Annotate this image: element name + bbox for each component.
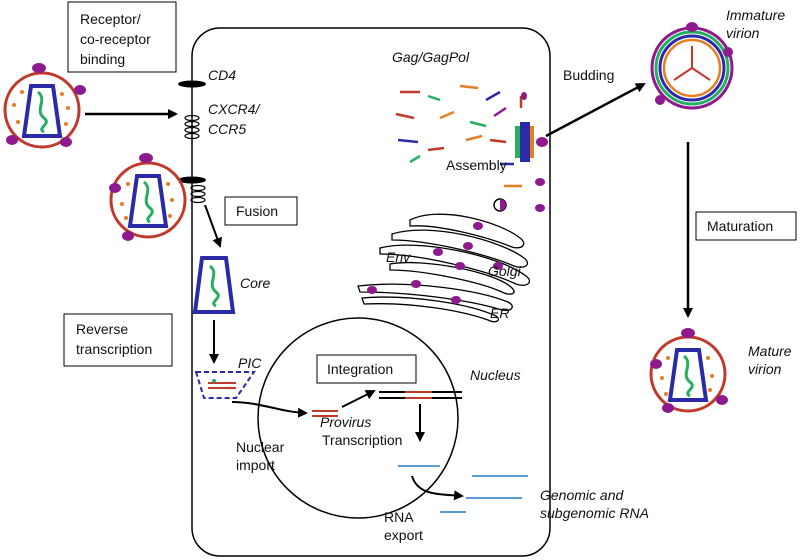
fusion-label: Fusion — [236, 203, 278, 219]
reverse-transcription-box: Reverse transcription — [63, 313, 173, 367]
integration-box: Integration — [316, 354, 417, 384]
nucleus-label: Nucleus — [470, 367, 521, 383]
pic-complex — [194, 371, 256, 399]
nucleus — [257, 317, 459, 519]
er-label: ER — [490, 305, 509, 321]
fusion-arrow — [204, 204, 222, 248]
fusion-box: Fusion — [224, 196, 298, 226]
mature-virion-free — [3, 63, 86, 149]
budding-label: Budding — [563, 67, 614, 83]
ccr5-label: CCR5 — [208, 121, 246, 137]
rna-export-label-2: export — [384, 527, 423, 543]
immature-label-1: Immature — [726, 7, 785, 23]
receptor-binding-box: Receptor/ co-receptor binding — [67, 1, 177, 73]
immature-label-2: virion — [726, 25, 760, 41]
env-proteins — [367, 222, 503, 304]
integration-arrow — [341, 390, 376, 408]
er-membrane — [357, 283, 513, 323]
integrated-provirus — [379, 391, 462, 399]
mature-virion-fusing — [109, 153, 187, 241]
genomic-rna-label-2: subgenomic RNA — [540, 505, 649, 521]
immature-virion — [650, 22, 734, 110]
exported-rna — [440, 475, 528, 513]
reverse-label-2: transcription — [76, 341, 152, 357]
rna-export-arrow — [411, 475, 464, 501]
maturation-label: Maturation — [707, 218, 773, 234]
provirus — [312, 410, 338, 417]
gag-label: Gag/GagPol — [392, 49, 470, 65]
gag-fragments — [395, 84, 522, 188]
transcription-label: Transcription — [322, 432, 402, 448]
maturation-box: Maturation — [695, 211, 797, 241]
cxcr4-label: CXCR4/ — [208, 101, 261, 117]
cd4-receptor — [178, 80, 206, 88]
receptor-label-1: Receptor/ — [80, 11, 141, 27]
rna-export-label-1: RNA — [384, 509, 414, 525]
viral-core — [192, 256, 236, 314]
nuclear-import-label-2: import — [236, 457, 275, 473]
mature-virion — [649, 328, 728, 413]
nuclear-import-label-1: Nuclear — [236, 439, 285, 455]
integration-label: Integration — [327, 361, 393, 377]
fusing-receptor — [178, 176, 206, 204]
provirus-label: Provirus — [320, 414, 371, 430]
cd4-label: CD4 — [208, 67, 236, 83]
assembly-label: Assembly — [446, 157, 507, 173]
cell-membrane — [191, 27, 551, 557]
core-label: Core — [240, 275, 271, 291]
reverse-label-1: Reverse — [76, 321, 128, 337]
budding-arrow — [545, 82, 646, 138]
nuclear-import-arrow — [231, 401, 308, 418]
golgi-apparatus — [379, 213, 531, 295]
receptor-label-2: co-receptor — [80, 31, 151, 47]
mature-label-2: virion — [748, 361, 782, 377]
coreceptor-icon — [184, 114, 200, 140]
pic-label: PIC — [238, 355, 262, 371]
assembly-site — [493, 92, 548, 212]
env-label: Env — [386, 249, 411, 265]
golgi-label: Golgi — [488, 263, 522, 279]
receptor-label-3: binding — [80, 51, 125, 67]
mature-label-1: Mature — [748, 343, 792, 359]
genomic-rna-label-1: Genomic and — [540, 487, 624, 503]
